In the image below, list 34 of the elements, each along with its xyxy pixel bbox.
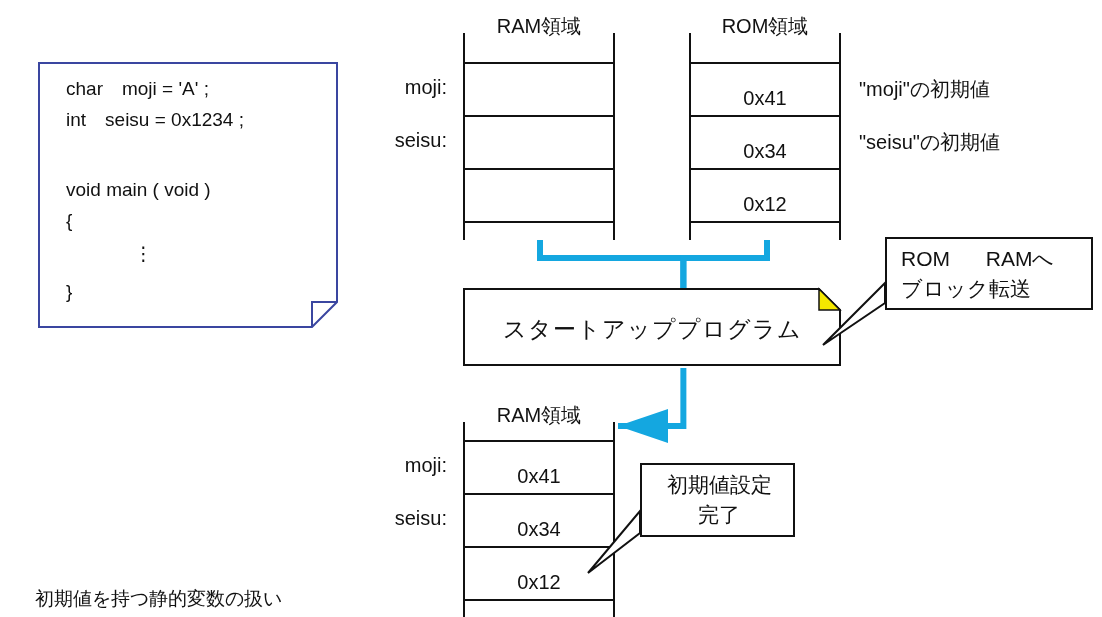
cell-value: 0x34 <box>743 140 787 163</box>
code-line: } <box>66 281 73 303</box>
code-line: void main ( void ) <box>66 179 211 201</box>
variable-label: seisu: <box>394 129 447 152</box>
cell-value: 0x12 <box>743 193 787 216</box>
column-heading: RAM領域 <box>495 403 583 428</box>
memory-cell <box>463 168 615 223</box>
cell-value: 0x12 <box>517 571 561 594</box>
cell-value: 0x41 <box>743 87 787 110</box>
caption: 初期値を持つ静的変数の扱い <box>35 587 282 611</box>
cell-value: 0x34 <box>517 518 561 541</box>
memory-cell <box>689 168 841 223</box>
callout-balloon <box>640 463 795 537</box>
code-line: char moji = 'A' ; <box>66 77 209 101</box>
variable-label: seisu: <box>394 507 447 530</box>
callout-text: 初期値設定完了 <box>665 472 773 528</box>
code-line: int seisu = 0x1234 ; <box>66 108 244 132</box>
variable-label: moji: <box>404 454 447 477</box>
process-label: スタートアッププログラム <box>501 315 803 344</box>
variable-label: moji: <box>404 76 447 99</box>
column-heading: RAM領域 <box>495 14 583 39</box>
callout-text: ROM RAMへブロック転送 <box>901 246 1056 302</box>
code-line: ⋮ <box>134 242 153 265</box>
column-heading: ROM領域 <box>720 14 810 39</box>
code-note <box>38 62 338 328</box>
callout-balloon <box>885 237 1093 310</box>
cell-value: 0x41 <box>517 465 561 488</box>
connector-line <box>680 240 770 288</box>
note-text: "moji"の初期値 <box>859 77 990 102</box>
code-line: { <box>66 210 73 232</box>
note-text: "seisu"の初期値 <box>859 130 1000 155</box>
callout-tail <box>822 280 886 346</box>
callout-tail <box>587 508 641 574</box>
arrow <box>618 368 687 443</box>
